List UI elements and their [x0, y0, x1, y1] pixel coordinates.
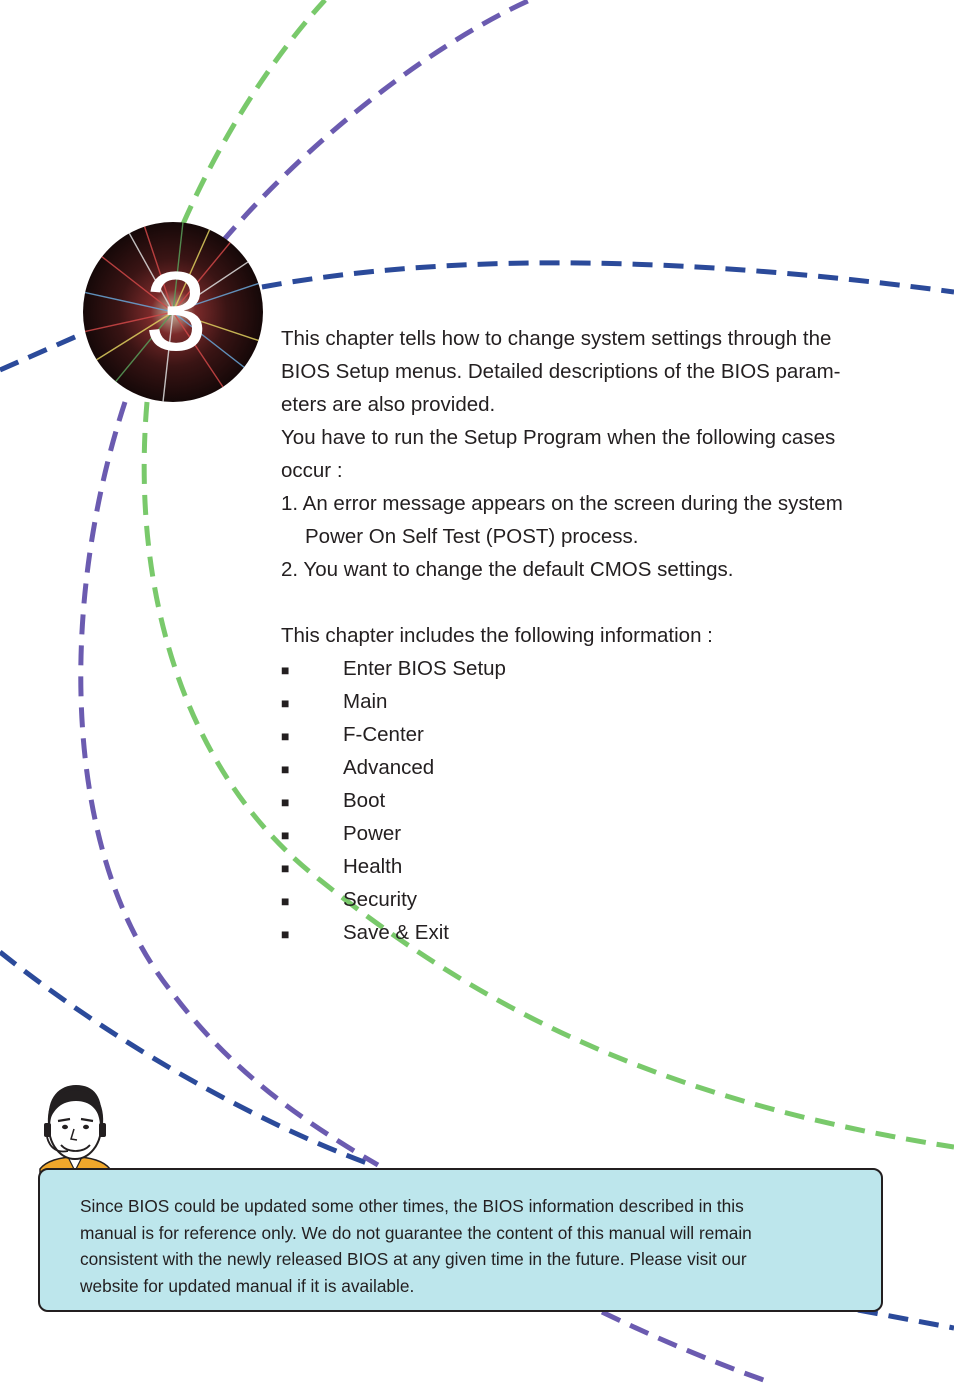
starburst-image — [83, 222, 263, 402]
topic-label: Power — [343, 822, 402, 845]
arc-blue-left — [0, 330, 86, 373]
topic-label: Boot — [343, 789, 386, 812]
chapter-badge: 3 — [83, 222, 263, 402]
topic-item: ■ Security — [281, 883, 901, 916]
intro-line: BIOS Setup menus. Detailed descriptions … — [281, 360, 841, 383]
topic-label: Security — [343, 888, 418, 911]
topic-label: Main — [343, 690, 388, 713]
topic-item: ■ Advanced — [281, 751, 901, 784]
arc-blue-lower — [0, 950, 373, 1168]
bullet-icon: ■ — [281, 860, 290, 876]
arc-purple-bottom — [600, 1309, 773, 1383]
topic-label: Enter BIOS Setup — [343, 657, 506, 680]
arc-blue-top — [261, 260, 954, 295]
case-item: 2. You want to change the default CMOS s… — [281, 558, 734, 581]
topic-label: Advanced — [343, 756, 435, 779]
intro-line: occur : — [281, 459, 343, 482]
chapter-intro: This chapter tells how to change system … — [281, 322, 901, 949]
topic-item: ■ F-Center — [281, 718, 901, 751]
bios-update-note: Since BIOS could be updated some other t… — [38, 1168, 883, 1312]
topic-item: ■ Main — [281, 685, 901, 718]
intro-line: eters are also provided. — [281, 393, 496, 416]
bullet-icon: ■ — [281, 893, 290, 909]
bullet-icon: ■ — [281, 827, 290, 843]
arc-green-top — [180, 0, 327, 226]
topic-label: Health — [343, 855, 403, 878]
case-item: 1. An error message appears on the scree… — [281, 492, 843, 515]
topics-heading: This chapter includes the following info… — [281, 624, 713, 647]
arc-blue-bottom — [857, 1307, 954, 1331]
topic-label: F-Center — [343, 723, 424, 746]
bullet-icon: ■ — [281, 728, 290, 744]
bullet-icon: ■ — [281, 926, 290, 942]
topic-item: ■ Enter BIOS Setup — [281, 652, 901, 685]
arc-purple-top — [220, 0, 532, 244]
arc-purple-left — [78, 401, 380, 1168]
topic-item: ■ Power — [281, 817, 901, 850]
arc-green-main — [141, 401, 954, 1150]
note-line: website for updated manual if it is avai… — [80, 1275, 415, 1296]
topic-label: Save & Exit — [343, 921, 449, 944]
bullet-icon: ■ — [281, 794, 290, 810]
topic-item: ■ Health — [281, 850, 901, 883]
bullet-icon: ■ — [281, 662, 290, 678]
note-line: manual is for reference only. We do not … — [80, 1222, 752, 1243]
note-line: consistent with the newly released BIOS … — [80, 1249, 747, 1269]
note-line: Since BIOS could be updated some other t… — [80, 1196, 744, 1216]
topic-item: ■ Save & Exit — [281, 916, 901, 949]
intro-line: You have to run the Setup Program when t… — [281, 426, 836, 449]
topic-list: ■ Enter BIOS Setup ■ Main ■ F-Center ■ Advan… — [281, 652, 901, 949]
chapter-number: 3 — [144, 249, 208, 374]
topic-item: ■ Boot — [281, 784, 901, 817]
bullet-icon: ■ — [281, 695, 290, 711]
bullet-icon: ■ — [281, 761, 290, 777]
case-item-continued: Power On Self Test (POST) process. — [305, 525, 639, 548]
intro-line: This chapter tells how to change system … — [281, 327, 832, 350]
